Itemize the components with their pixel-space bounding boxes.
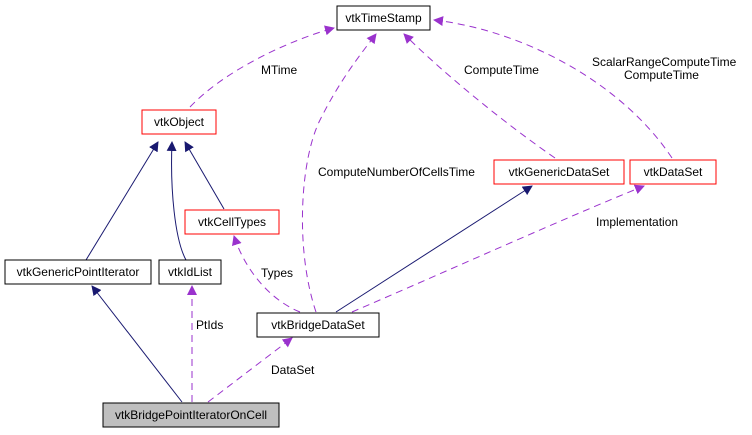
- node-label: vtkTimeStamp: [345, 11, 422, 25]
- edge-dataset: [207, 337, 293, 403]
- node-vtkDataSet[interactable]: vtkDataSet: [629, 159, 717, 185]
- node-label: vtkBridgePointIteratorOnCell: [115, 408, 267, 422]
- edge-label-scalar-range-line1: ScalarRangeComputeTime: [592, 55, 737, 69]
- node-vtkTimeStamp[interactable]: vtkTimeStamp: [336, 5, 431, 31]
- edge-compute-number-of-cells-time: [301, 33, 377, 313]
- node-vtkBridgePointIteratorOnCell[interactable]: vtkBridgePointIteratorOnCell: [102, 402, 280, 428]
- node-vtkCellTypes[interactable]: vtkCellTypes: [184, 209, 280, 235]
- node-vtkObject[interactable]: vtkObject: [141, 109, 217, 135]
- node-vtkIdList[interactable]: vtkIdList: [158, 259, 222, 285]
- node-vtkGenericPointIterator[interactable]: vtkGenericPointIterator: [4, 259, 152, 285]
- edge-label-scalar-range-line2: ComputeTime: [624, 68, 699, 82]
- edge-label-types: Types: [261, 266, 293, 280]
- edge-inherit-generic-point-iterator: [85, 141, 159, 261]
- edge-inherit-bridge-dataset: [335, 185, 533, 313]
- edge-label-mtime: MTime: [261, 63, 298, 77]
- node-label: vtkIdList: [168, 265, 213, 279]
- node-label: vtkDataSet: [644, 165, 703, 179]
- node-vtkBridgeDataSet[interactable]: vtkBridgeDataSet: [256, 312, 380, 338]
- edge-inherit-cell-types: [184, 141, 225, 210]
- edge-mtime: [189, 25, 335, 108]
- edge-label-implementation: Implementation: [596, 215, 678, 229]
- edge-implementation: [351, 184, 645, 313]
- edge-label-compute-number-of-cells-time: ComputeNumberOfCellsTime: [318, 165, 475, 179]
- node-label: vtkObject: [154, 115, 205, 129]
- edge-label-compute-time: ComputeTime: [464, 63, 539, 77]
- edge-inherit-point-iterator-on-cell: [91, 285, 183, 403]
- edge-label-ptids: PtIds: [196, 318, 223, 332]
- node-label: vtkCellTypes: [198, 215, 266, 229]
- edge-compute-time: [403, 33, 556, 159]
- node-label: vtkGenericPointIterator: [17, 265, 140, 279]
- edge-label-dataset: DataSet: [271, 363, 315, 377]
- node-vtkGenericDataSet[interactable]: vtkGenericDataSet: [493, 159, 625, 185]
- edge-inherit-id-list: [166, 141, 187, 261]
- edge-scalar-range-compute-time: [433, 16, 673, 159]
- node-label: vtkGenericDataSet: [509, 165, 610, 179]
- edge-types: [232, 235, 301, 313]
- node-label: vtkBridgeDataSet: [271, 318, 365, 332]
